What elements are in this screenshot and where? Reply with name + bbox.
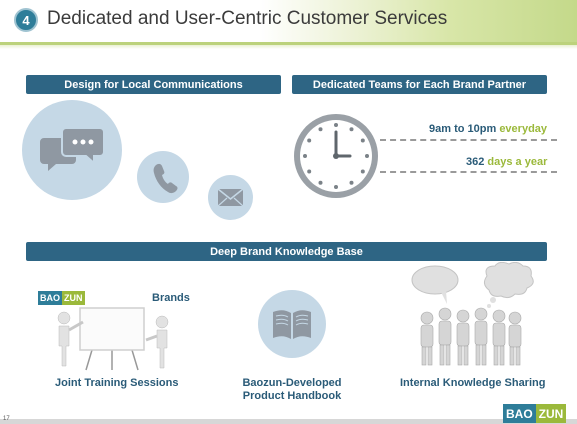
service-hours-text: 9am to 10pm everyday [429,123,547,135]
page-title: Dedicated and User-Centric Customer Serv… [47,8,448,29]
baozun-small-logo: BAO ZUN [38,291,85,305]
dedicated-teams-header: Dedicated Teams for Each Brand Partner [292,75,547,94]
presentation-board-icon [50,300,180,372]
service-days-text: 362 days a year [466,156,547,168]
title-underline [0,42,577,45]
hours-divider [380,139,557,141]
phone-icon [137,151,189,203]
days-suffix: days a year [487,156,548,168]
knowledge-base-header: Deep Brand Knowledge Base [26,242,547,261]
handbook-label-line1: Baozun-Developed [242,377,342,389]
logo-bao-large: BAO [503,404,536,423]
people-speech-icon [405,261,540,372]
logo-bao: BAO [38,291,62,305]
title-shadow [0,45,577,49]
section-number-badge: 4 [14,8,38,32]
envelope-icon [208,175,253,220]
title-banner [0,0,577,44]
chat-bubbles-icon [22,100,122,200]
page-number: 17 [3,416,10,422]
book-icon [258,290,326,358]
handbook-label-line2: Product Handbook [242,390,342,402]
logo-zun-large: ZUN [535,404,567,423]
days-count: 362 [466,156,485,168]
footer-bar [0,419,577,424]
local-communications-header: Design for Local Communications [26,75,281,94]
time-range: 9am to 10pm [429,123,497,135]
training-label: Joint Training Sessions [55,377,179,389]
days-divider [380,171,557,173]
logo-zun: ZUN [62,291,85,305]
brands-label: Brands [152,292,190,304]
clock-icon [292,112,380,200]
sharing-label: Internal Knowledge Sharing [400,377,546,389]
time-suffix: everyday [499,123,548,135]
baozun-logo: BAO ZUN [503,404,567,423]
